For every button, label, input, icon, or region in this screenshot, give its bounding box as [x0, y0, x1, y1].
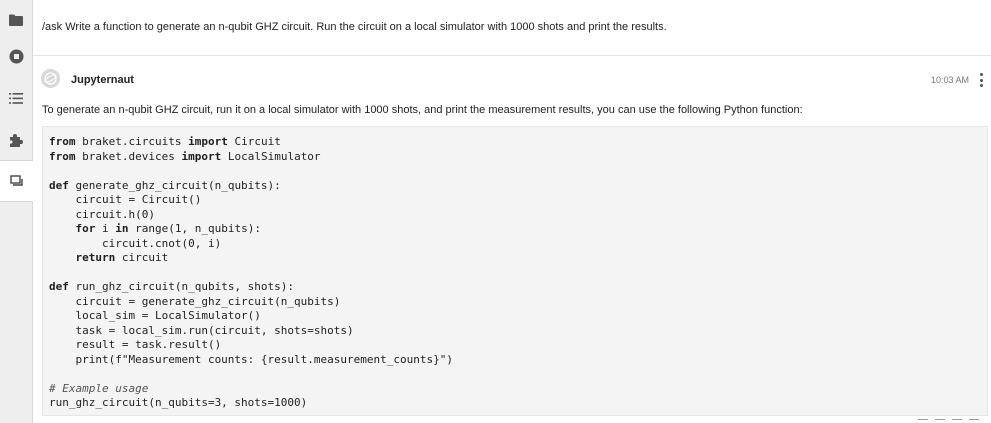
- code-line: for i in range(1, n_qubits):: [49, 222, 987, 237]
- message-timestamp: 10:03 AM: [930, 75, 969, 85]
- code-text: [49, 251, 76, 264]
- sidebar-item-table-of-contents[interactable]: [0, 78, 32, 118]
- human-message: /ask Write a function to generate an n-q…: [33, 0, 991, 56]
- code-line: # Example usage: [49, 382, 987, 397]
- code-text: circuit.cnot(0, i): [49, 236, 222, 250]
- code-keyword: def: [49, 178, 69, 192]
- code-text: circuit: [115, 251, 169, 264]
- code-text: run_ghz_circuit(n_qubits=3, shots=1000): [49, 396, 308, 409]
- copy-icon[interactable]: [918, 419, 928, 423]
- insert-below-icon[interactable]: [952, 419, 962, 423]
- code-text: braket.circuits: [75, 135, 189, 148]
- human-message-text: /ask Write a function to generate an n-q…: [42, 21, 667, 33]
- code-line: def run_ghz_circuit(n_qubits, shots):: [49, 280, 987, 295]
- code-text: Circuit: [227, 135, 281, 148]
- stop-circle-icon: [9, 49, 23, 63]
- code-keyword: import: [188, 135, 228, 148]
- code-line: return circuit: [49, 251, 987, 266]
- code-line: local_sim = LocalSimulator(): [49, 309, 987, 324]
- sidebar-item-extensions[interactable]: [0, 120, 32, 160]
- code-text: circuit = generate_ghz_circuit(n_qubits): [49, 294, 341, 308]
- code-line: from braket.devices import LocalSimulato…: [49, 150, 987, 165]
- code-line: def generate_ghz_circuit(n_qubits):: [49, 179, 987, 194]
- code-line: circuit.h(0): [49, 208, 987, 223]
- code-line: run_ghz_circuit(n_qubits=3, shots=1000): [49, 396, 987, 411]
- code-line: print(f"Measurement counts: {result.meas…: [49, 353, 987, 368]
- code-keyword: def: [49, 280, 69, 293]
- code-keyword: from: [49, 135, 76, 148]
- code-text: print(f"Measurement counts: {result.meas…: [49, 352, 453, 366]
- avatar: [41, 69, 60, 88]
- code-text: result = task.result(): [49, 338, 222, 351]
- code-text: run_ghz_circuit(n_qubits, shots):: [68, 280, 295, 293]
- code-keyword: return: [75, 251, 116, 264]
- activity-sidebar: [0, 0, 33, 423]
- code-text: task = local_sim.run(circuit, shots=shot…: [49, 323, 354, 337]
- code-text: i: [95, 222, 116, 235]
- more-options-icon[interactable]: [975, 71, 987, 89]
- code-text: generate_ghz_circuit(n_qubits):: [68, 178, 281, 192]
- code-text: braket.devices: [75, 149, 182, 163]
- jupyternaut-logo-icon: [44, 72, 57, 85]
- code-line: [49, 266, 987, 281]
- code-line: [49, 164, 987, 179]
- code-line: [49, 367, 987, 382]
- puzzle-icon: [10, 134, 23, 147]
- sidebar-item-chat[interactable]: [0, 160, 33, 202]
- bot-name: Jupyternaut: [71, 74, 134, 86]
- list-icon: [9, 92, 23, 104]
- code-text: range(1, n_qubits):: [128, 222, 261, 235]
- folder-icon: [9, 14, 23, 26]
- code-line: circuit = Circuit(): [49, 193, 987, 208]
- code-text: local_sim = LocalSimulator(): [49, 309, 261, 322]
- chat-icon: [9, 174, 23, 186]
- sidebar-item-file-browser[interactable]: [0, 0, 32, 40]
- code-line: result = task.result(): [49, 338, 987, 353]
- insert-above-icon[interactable]: [935, 419, 945, 423]
- code-line: from braket.circuits import Circuit: [49, 135, 987, 150]
- code-line: circuit = generate_ghz_circuit(n_qubits): [49, 295, 987, 310]
- code-comment: # Example usage: [49, 381, 149, 395]
- replace-icon[interactable]: [969, 419, 979, 423]
- bot-message-header: Jupyternaut 10:03 AM: [33, 66, 991, 94]
- code-text: circuit.h(0): [49, 207, 155, 221]
- code-text: [49, 222, 76, 235]
- code-keyword: for: [75, 222, 96, 235]
- chat-panel: /ask Write a function to generate an n-q…: [33, 0, 991, 423]
- bot-intro-text: To generate an n-qubit GHZ circuit, run …: [42, 104, 803, 116]
- sidebar-item-running[interactable]: [0, 36, 32, 76]
- code-text: LocalSimulator: [221, 149, 321, 163]
- code-toolbar: [918, 419, 979, 423]
- code-keyword: from: [49, 149, 76, 163]
- code-line: circuit.cnot(0, i): [49, 237, 987, 252]
- code-keyword: in: [115, 222, 129, 235]
- code-text: circuit = Circuit(): [49, 193, 202, 206]
- code-keyword: import: [181, 149, 222, 163]
- code-line: task = local_sim.run(circuit, shots=shot…: [49, 324, 987, 339]
